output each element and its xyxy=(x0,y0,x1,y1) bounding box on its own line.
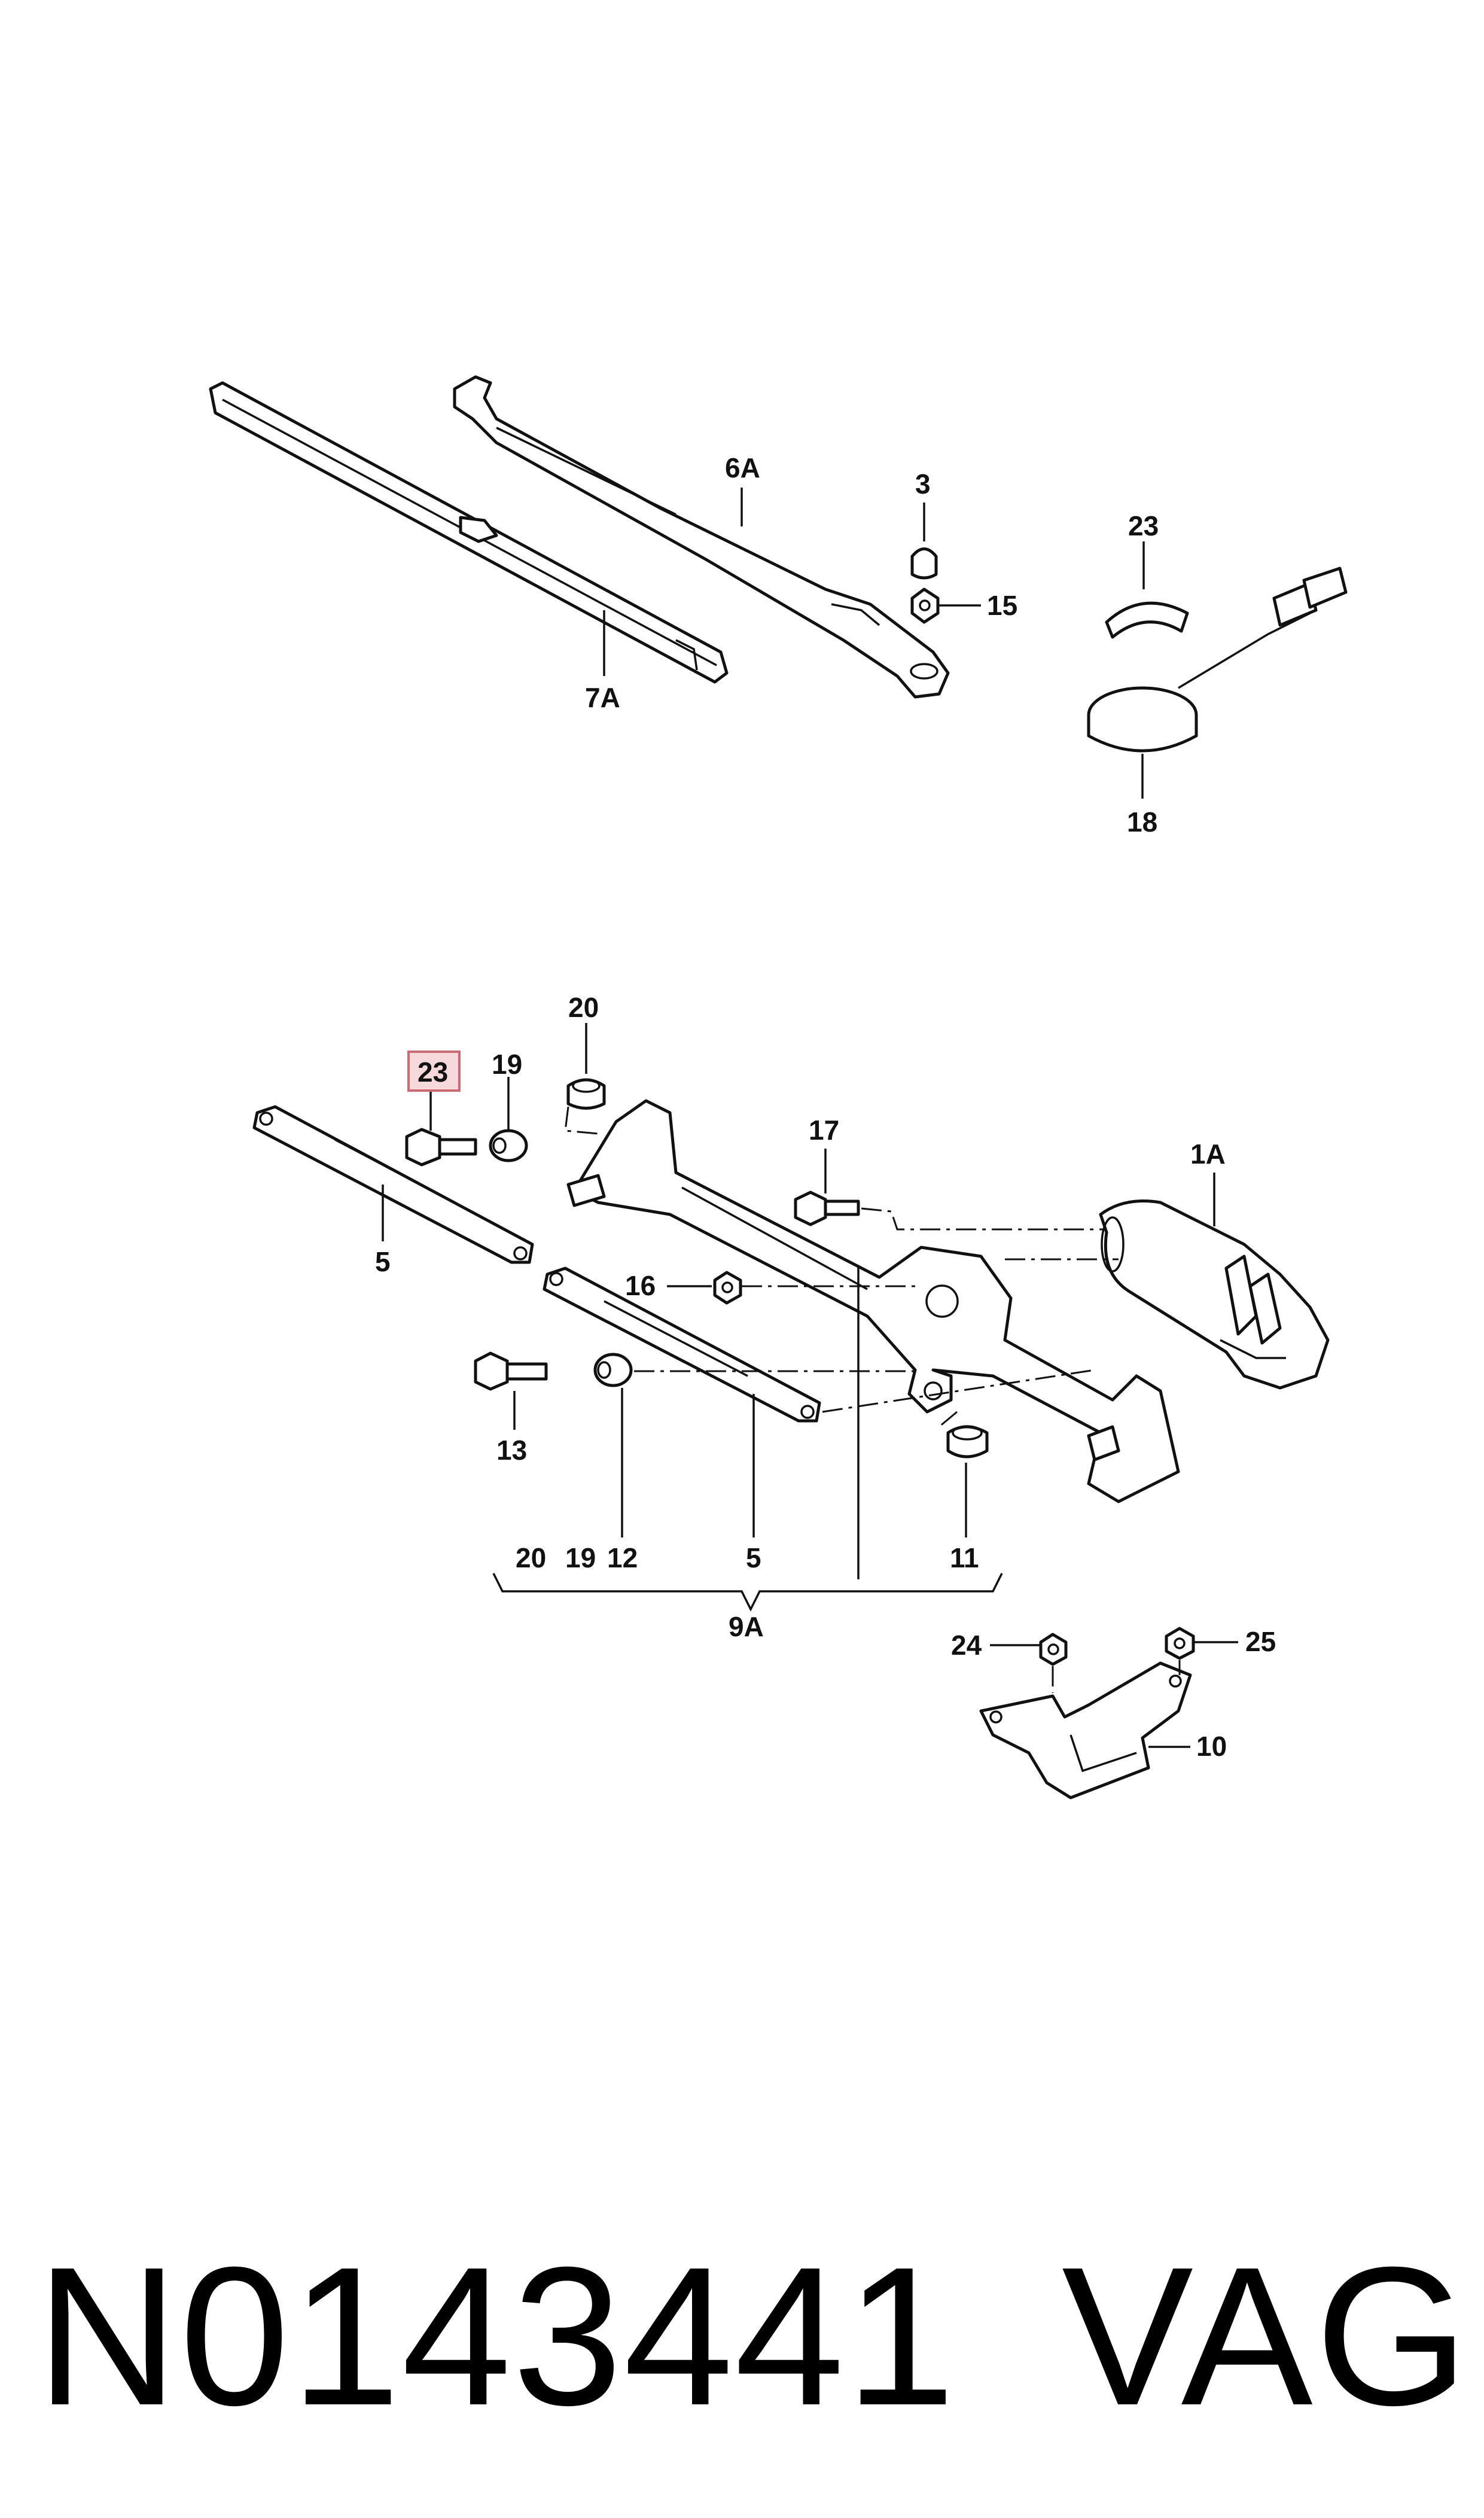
callout-20-bottom: 20 xyxy=(516,1542,546,1573)
group-brace-9A xyxy=(492,1573,1003,1612)
wiper-frame-9A xyxy=(566,1099,1180,1503)
callout-23-top: 23 xyxy=(1128,510,1159,541)
clip-ring-23 xyxy=(1105,601,1189,639)
bolt-17 xyxy=(794,1191,860,1226)
callout-3: 3 xyxy=(915,468,931,500)
wiper-arm-6A xyxy=(453,375,950,699)
callout-7A: 7A xyxy=(585,682,620,713)
callout-18: 18 xyxy=(1127,806,1157,838)
nut-16 xyxy=(713,1271,742,1305)
callout-13: 13 xyxy=(496,1435,527,1466)
wiper-motor-1A xyxy=(1099,1199,1330,1390)
nut-24 xyxy=(1039,1633,1068,1666)
callout-10: 10 xyxy=(1196,1731,1227,1762)
callout-1A: 1A xyxy=(1190,1138,1226,1170)
callout-12: 12 xyxy=(607,1542,638,1573)
bushing-19 xyxy=(489,1129,528,1162)
wiper-blade-7A xyxy=(209,381,729,684)
callout-6A: 6A xyxy=(725,452,760,483)
bracket-10 xyxy=(979,1661,1192,1800)
callout-25: 25 xyxy=(1245,1626,1276,1657)
callout-20-top: 20 xyxy=(568,992,599,1023)
rain-sensor-18 xyxy=(1087,567,1348,753)
link-rod-5-left xyxy=(252,1105,534,1264)
callout-5-bottom: 5 xyxy=(746,1542,761,1573)
grommet-11 xyxy=(946,1425,989,1459)
highlight-box-23 xyxy=(407,1051,461,1092)
nut-15 xyxy=(910,587,940,624)
callout-19-top: 19 xyxy=(492,1049,522,1080)
bushing-12 xyxy=(593,1353,633,1387)
cap-3 xyxy=(910,547,938,580)
brand-name: VAG xyxy=(1062,2225,1471,2446)
bolt-13 xyxy=(474,1351,548,1391)
callout-15: 15 xyxy=(987,590,1017,621)
bolt-23 xyxy=(405,1128,477,1167)
callout-19-bottom: 19 xyxy=(565,1542,596,1573)
callout-17: 17 xyxy=(809,1115,839,1146)
callout-9A: 9A xyxy=(729,1611,764,1642)
part-number: N0143441 xyxy=(36,2225,957,2446)
callout-23-highlight: 23 xyxy=(418,1056,448,1088)
grommet-20-top xyxy=(566,1078,606,1110)
callout-24: 24 xyxy=(951,1630,982,1661)
link-rod-5-middle xyxy=(543,1266,821,1423)
callout-11: 11 xyxy=(950,1542,979,1573)
nut-25 xyxy=(1165,1627,1195,1660)
callout-5-left: 5 xyxy=(375,1246,391,1277)
callout-16: 16 xyxy=(625,1270,656,1301)
